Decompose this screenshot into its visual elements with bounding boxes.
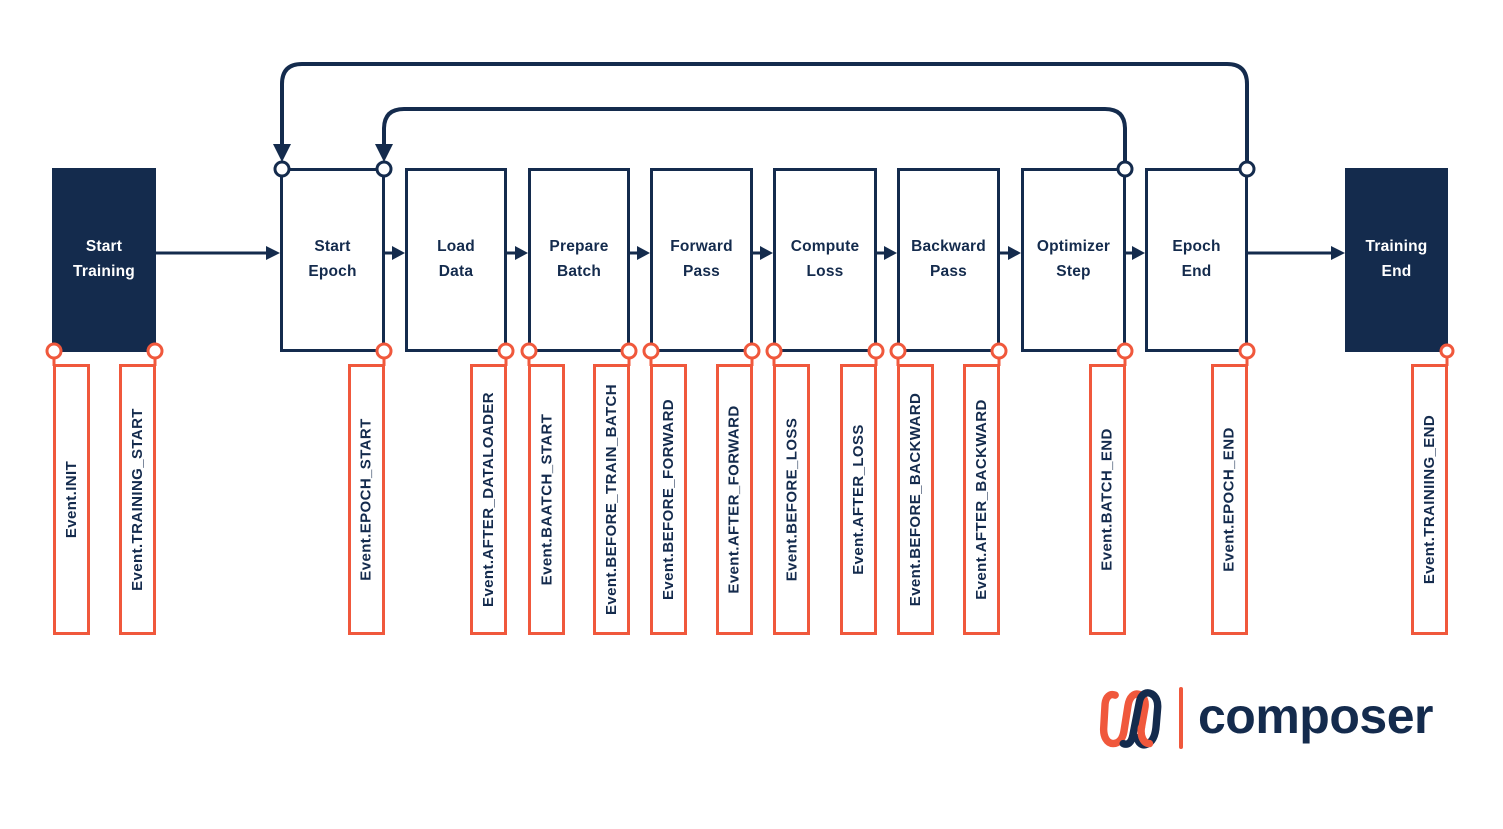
flow-box-forward-pass: Forward Pass xyxy=(650,168,753,352)
flow-box-label: Compute Loss xyxy=(790,238,860,280)
loop-arrowhead xyxy=(273,144,291,162)
event-tag-label: Event.BAATCH_START xyxy=(538,413,555,586)
loop-back-arrows xyxy=(273,62,1249,166)
event-tag-label: Event.TRAINING_START xyxy=(129,408,147,591)
event-tag-label: Event.BEFORE_BACKWARD xyxy=(907,392,925,607)
logo-divider-bar xyxy=(1179,687,1183,749)
logo-wordmark: composer xyxy=(1198,688,1433,744)
flow-box-epoch-end: Epoch End xyxy=(1145,168,1248,352)
flow-box-training-end: Training End xyxy=(1345,168,1448,352)
event-tag-epoch-start: Event.EPOCH_START xyxy=(348,364,385,635)
event-tag-label: Event.AFTER_DATALOADER xyxy=(480,392,498,607)
flow-box-label: Start Epoch xyxy=(308,238,357,280)
event-tag-label: Event.EPOCH_START xyxy=(358,418,376,581)
flow-box-start-training: Start Training xyxy=(52,168,156,352)
event-tag-batch-end: Event.BATCH_END xyxy=(1089,364,1126,635)
flow-box-label: Start Training xyxy=(73,238,135,280)
event-tag-training-start: Event.TRAINING_START xyxy=(119,364,156,635)
composer-logo: composer xyxy=(1097,683,1433,753)
event-tag-label: Event.BATCH_END xyxy=(1099,428,1116,571)
flow-box-optimizer-step: Optimizer Step xyxy=(1021,168,1126,352)
mosaicml-squiggle-icon xyxy=(1099,689,1162,749)
event-tag-epoch-end: Event.EPOCH_END xyxy=(1211,364,1248,635)
event-tag-label: Event.EPOCH_END xyxy=(1221,427,1238,572)
flow-box-label: Optimizer Step xyxy=(1036,238,1111,280)
event-tag-after-dataloader: Event.AFTER_DATALOADER xyxy=(470,364,507,635)
event-tag-label: Event.BEFORE_LOSS xyxy=(783,417,801,582)
flow-box-compute-loss: Compute Loss xyxy=(773,168,877,352)
flow-box-label: Load Data xyxy=(437,238,475,280)
event-tag-after-loss: Event.AFTER_LOSS xyxy=(840,364,877,635)
flow-box-label: Forward Pass xyxy=(670,238,733,280)
event-tag-after-forward: Event.AFTER_FORWARD xyxy=(716,364,753,635)
flow-box-label: Backward Pass xyxy=(911,238,986,280)
loop-optimizer-step-to-start-epoch xyxy=(382,107,1127,166)
event-tag-batch-start: Event.BAATCH_START xyxy=(528,364,565,635)
event-tag-label: Event.INIT xyxy=(63,460,81,539)
event-tag-before-train-batch: Event.BEFORE_TRAIN_BATCH xyxy=(593,364,630,635)
flow-box-prepare-batch: Prepare Batch xyxy=(528,168,630,352)
event-tag-training-end: Event.TRAINIING_END xyxy=(1411,364,1448,635)
loop-arrowhead xyxy=(375,144,393,162)
flow-box-start-epoch: Start Epoch xyxy=(280,168,385,352)
event-tag-label: Event.TRAINIING_END xyxy=(1421,414,1439,585)
event-tag-label: Event.AFTER_BACKWARD xyxy=(973,399,991,600)
event-tag-init: Event.INIT xyxy=(53,364,90,635)
event-tag-label: Event.AFTER_FORWARD xyxy=(726,405,744,594)
flow-box-backward-pass: Backward Pass xyxy=(897,168,1000,352)
event-tag-before-forward: Event.BEFORE_FORWARD xyxy=(650,364,687,635)
event-tag-label: Event.BEFORE_FORWARD xyxy=(660,398,677,601)
loop-epoch-end-to-start-epoch xyxy=(280,62,1249,166)
event-tag-label: Event.AFTER_LOSS xyxy=(850,424,867,575)
event-tag-label: Event.BEFORE_TRAIN_BATCH xyxy=(603,383,621,616)
flow-box-label: Training End xyxy=(1365,238,1428,280)
event-tag-after-backward: Event.AFTER_BACKWARD xyxy=(963,364,1000,635)
event-tag-before-loss: Event.BEFORE_LOSS xyxy=(773,364,810,635)
flow-box-label: Prepare Batch xyxy=(549,238,609,280)
flow-box-label: Epoch End xyxy=(1172,238,1221,280)
event-tag-before-backward: Event.BEFORE_BACKWARD xyxy=(897,364,934,635)
flow-box-load-data: Load Data xyxy=(405,168,507,352)
